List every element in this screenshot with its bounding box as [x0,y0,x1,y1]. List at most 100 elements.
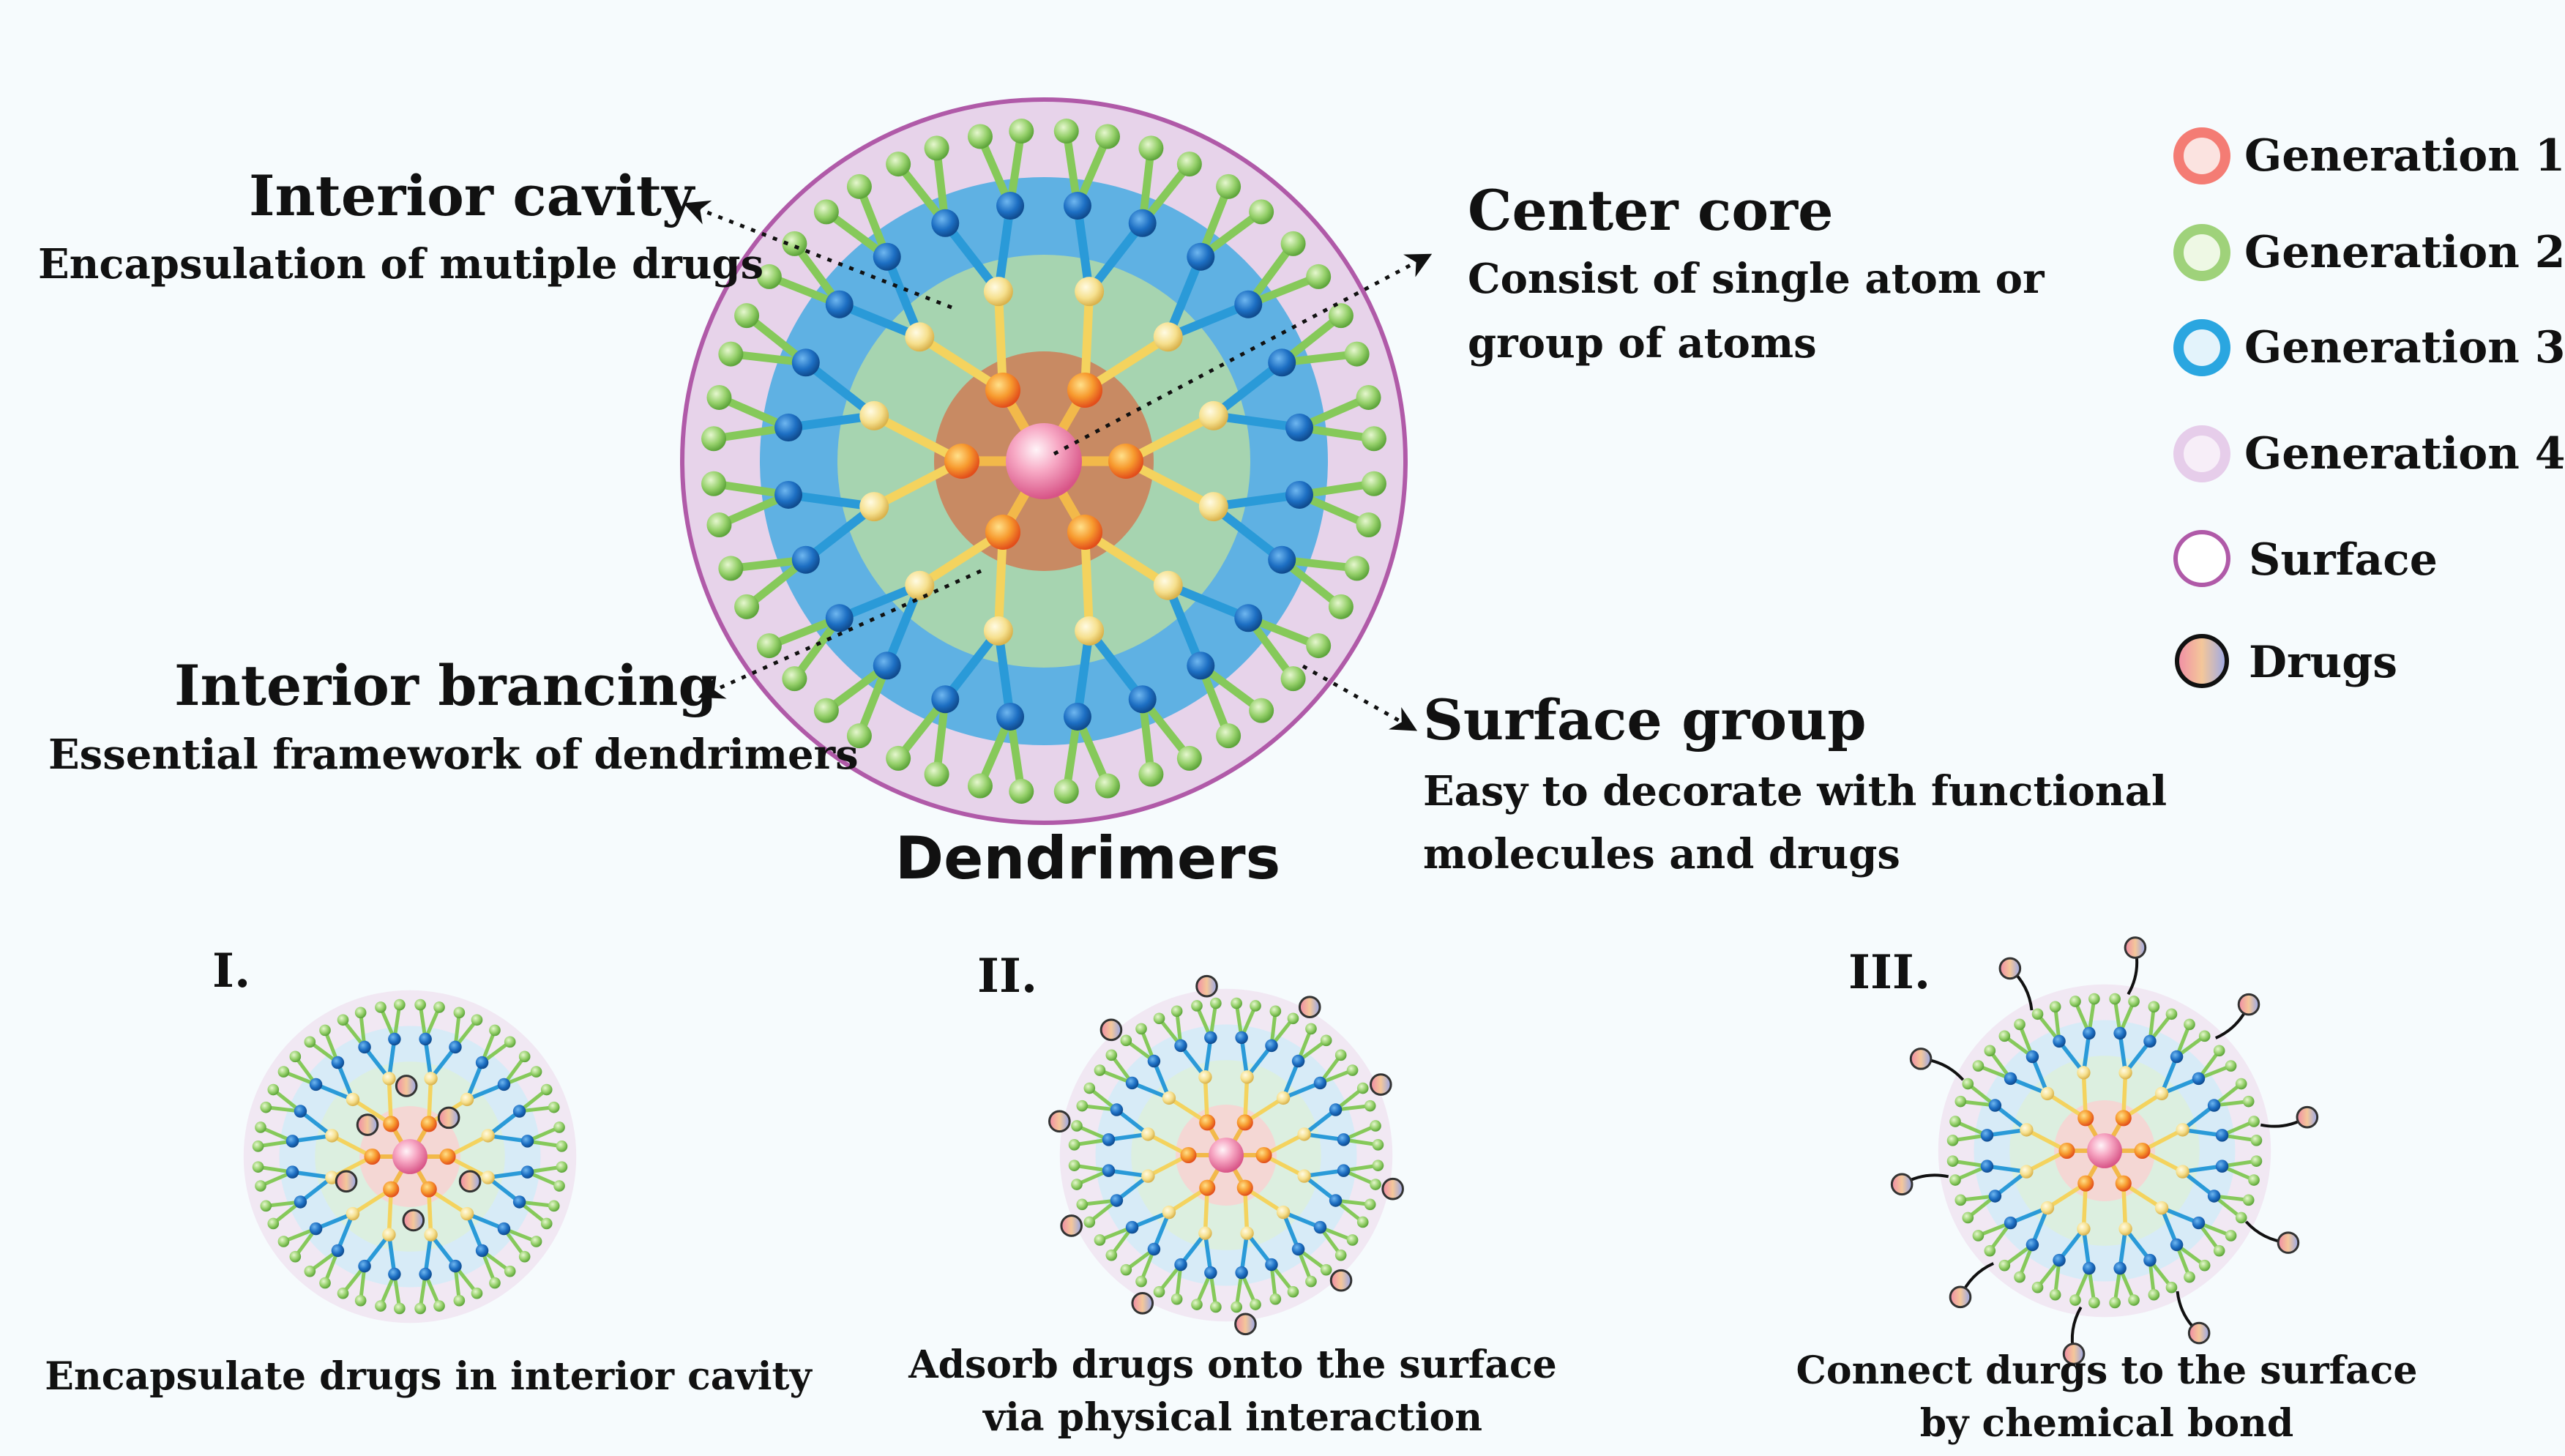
surface-group-node [394,1302,406,1315]
surface-group-node [252,1161,264,1173]
surface-group-node [548,1101,560,1113]
surface-group-node [1135,1023,1147,1035]
generation-2-node [1153,322,1183,352]
generation-3-node [2192,1216,2206,1230]
surface-group-desc-1: Easy to decorate with functional [1423,767,2167,815]
generation-3-node [2026,1050,2039,1064]
generation-3-node [1125,1220,1139,1234]
surface-group-node [2049,1288,2061,1301]
generation-1-node [944,444,979,479]
generation-3-node [2083,1026,2096,1040]
surface-group-node [1094,1064,1106,1076]
surface-group-node [504,1036,516,1048]
drug-sphere [2187,1321,2211,1345]
surface-group-node [252,1140,264,1152]
drug-sphere [1099,1018,1123,1042]
surface-group-node [1138,761,1164,787]
generation-2-ring-icon [2173,224,2230,281]
generation-3-node [996,192,1025,220]
generation-2-node [2176,1165,2189,1179]
generation-3-node [1291,1242,1305,1256]
generation-2-node [346,1092,360,1107]
generation-2-node [2020,1165,2034,1179]
generation-3-node [1063,702,1091,731]
generation-3-node [1313,1076,1327,1090]
generation-1-node [2115,1175,2132,1192]
surface-group-node [1083,1216,1096,1228]
generation-1-node [985,373,1020,408]
drug-sphere-icon [2175,634,2229,688]
surface-group-node [734,303,760,329]
surface-group-node [2069,996,2081,1007]
generation-3-node [1268,348,1296,377]
generation-2-node [481,1171,495,1184]
surface-group-node [1954,1095,1967,1108]
surface-group-node [1210,997,1222,1009]
drug-sphere [2062,1343,2086,1365]
surface-group-node [1306,264,1332,289]
surface-group-desc-2: molecules and drugs [1423,830,1900,878]
surface-group-node [1171,1005,1183,1018]
generation-4-ring-icon [2173,425,2230,482]
surface-group-node [304,1265,316,1277]
generation-3-node [2113,1261,2127,1275]
generation-3-node [520,1135,534,1148]
surface-group-node [706,512,732,538]
generation-3-node [1187,242,1215,271]
drug-sphere [2296,1105,2319,1129]
drug-sphere [1381,1177,1404,1201]
generation-3-node [1285,414,1313,442]
surface-group-node [289,1050,302,1063]
surface-group-node [337,1014,349,1026]
generation-2-node [460,1092,474,1107]
surface-group-node [2235,1078,2247,1090]
surface-group-node [1356,1082,1369,1094]
drug-sphere [1998,957,2022,980]
generation-3-node [1337,1164,1351,1177]
generation-2-node [1153,570,1183,600]
surface-group-node [2128,1294,2140,1306]
surface-group-node [1009,119,1034,144]
generation-3-node [2170,1050,2184,1064]
surface-group-node [1076,1100,1089,1112]
generation-3-node [388,1267,401,1281]
surface-group-node [1231,1301,1242,1313]
surface-group-node [540,1217,553,1230]
generation-2-node [460,1206,474,1221]
generation-1-node [985,514,1020,550]
generation-3-node [931,209,960,237]
surface-group-node [886,745,911,771]
generation-3-node [873,652,901,680]
surface-group-node [354,1294,367,1307]
surface-group-node [1095,773,1121,799]
surface-group-node [2109,993,2121,1005]
generation-3-node [1980,1129,1994,1142]
drug-sphere [1234,1313,1257,1336]
generation-3-node [512,1105,526,1118]
generation-2-node [2040,1201,2055,1215]
surface-group-node [518,1050,531,1063]
label-interior-cavity: Interior cavity Encapsulation of mutiple… [38,163,763,288]
surface-group-node [556,1161,568,1173]
center-core-node [392,1139,428,1174]
generation-3-node [294,1105,307,1118]
surface-group-node [1346,1234,1359,1246]
generation-2-node [1198,1226,1212,1240]
generation-3-node [309,1222,323,1236]
generation-2-node [2020,1123,2034,1137]
surface-group-node [1320,1034,1332,1047]
surface-group-node [1370,1179,1381,1190]
surface-group-node [2165,1008,2178,1020]
legend-label-generation-1: Generation 1 [2244,130,2565,182]
surface-group-node [813,698,839,723]
surface-group-node [471,1014,483,1026]
surface-group-node [1334,1249,1347,1261]
surface-group-title: Surface group [1423,687,1866,753]
generation-1-node [2077,1175,2094,1192]
surface-group-node [1320,1263,1332,1276]
generation-2-node [1198,492,1228,522]
generation-3-ring-icon [2173,319,2230,376]
surface-group-node [924,761,949,787]
surface-group-node [518,1250,531,1263]
